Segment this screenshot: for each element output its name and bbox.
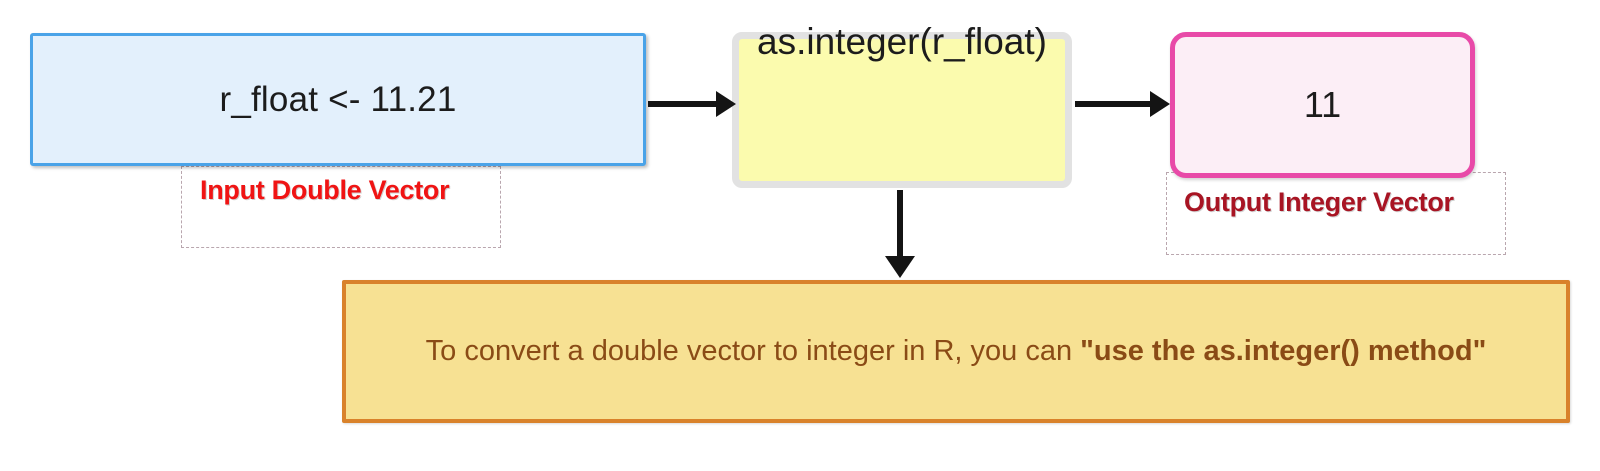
output-integer-vector-node[interactable]: 11: [1170, 32, 1475, 178]
note-text-emphasis: "use the as.integer() method": [1080, 334, 1487, 367]
edge-input-to-process-line: [648, 101, 722, 107]
input-node-label: r_float <- 11.21: [219, 79, 457, 119]
note-text-prefix: To convert a double vector to integer in…: [425, 334, 1081, 367]
edge-process-to-note-line: [897, 190, 903, 262]
output-node-caption: Output Integer Vector: [1184, 187, 1454, 217]
explanation-note-node[interactable]: To convert a double vector to integer in…: [342, 280, 1570, 423]
edge-input-to-process-arrowhead-icon: [716, 91, 736, 117]
input-double-vector-node[interactable]: r_float <- 11.21: [30, 33, 646, 166]
as-integer-process-node[interactable]: as.integer(r_float): [732, 21, 1072, 188]
edge-process-to-note-arrowhead-icon: [885, 256, 915, 278]
note-text: To convert a double vector to integer in…: [402, 333, 1511, 371]
output-node-label: 11: [1303, 84, 1342, 125]
edge-process-to-output-line: [1075, 101, 1153, 107]
input-node-caption: Input Double Vector: [200, 175, 450, 205]
edge-process-to-output-arrowhead-icon: [1150, 91, 1170, 117]
input-annotation-frame: [181, 166, 501, 248]
process-node-label: as.integer(r_float): [757, 21, 1047, 62]
